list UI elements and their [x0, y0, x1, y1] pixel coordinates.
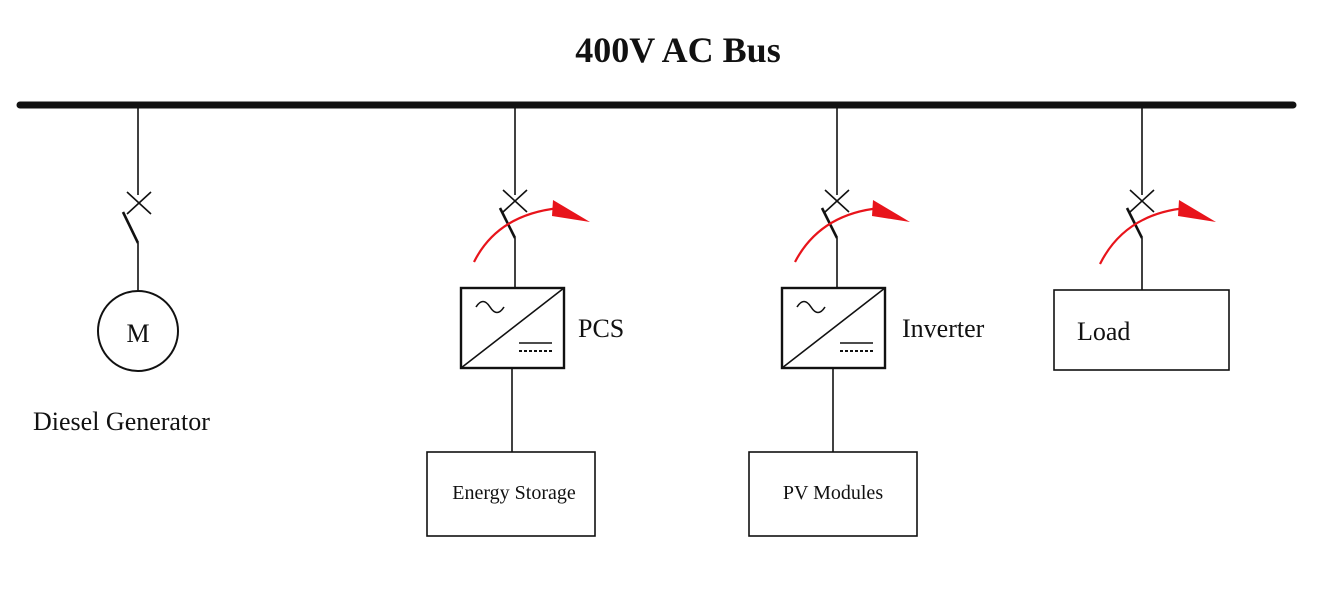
energy-storage-box [426, 451, 596, 537]
load-box [1053, 289, 1230, 371]
pcs-control-arrow [473, 200, 590, 263]
diesel-generator-label: Diesel Generator [33, 407, 210, 436]
load-label: Load [1077, 317, 1130, 346]
load-breaker [1125, 189, 1155, 239]
inverter-branch: Inverter PV Modules [748, 108, 985, 537]
generator-symbol-letter: M [126, 319, 149, 348]
bus-title: 400V AC Bus [575, 30, 780, 70]
inverter-control-arrow [794, 200, 910, 263]
load-branch: Load [1053, 108, 1230, 371]
inverter-breaker [820, 189, 850, 239]
pcs-label: PCS [578, 314, 624, 343]
pv-modules-label: PV Modules [783, 482, 883, 504]
pcs-breaker [498, 189, 528, 239]
inverter-converter-symbol [780, 286, 887, 370]
generator-breaker [121, 191, 152, 244]
inverter-label: Inverter [902, 314, 985, 343]
pcs-converter-symbol [459, 286, 566, 370]
diesel-generator-branch: M Diesel Generator [33, 108, 210, 436]
generator-symbol [97, 290, 179, 372]
energy-storage-label: Energy Storage [452, 482, 576, 504]
pcs-branch: PCS Energy Storage [426, 108, 624, 537]
pv-modules-box [748, 451, 918, 537]
load-control-arrow [1099, 200, 1216, 265]
